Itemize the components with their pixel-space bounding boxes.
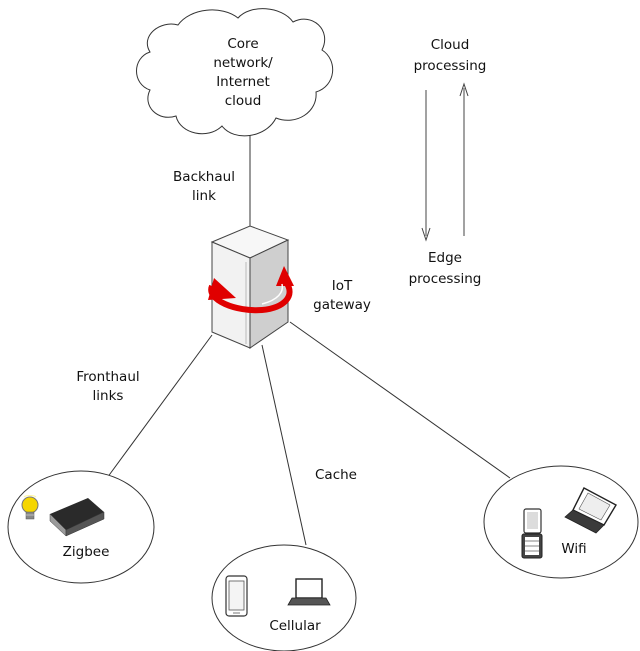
core-label-line-4: cloud: [225, 93, 262, 109]
flip-phone-icon: [521, 508, 543, 559]
core-label-line-2: network/: [213, 55, 273, 71]
fronthaul-line-cellular: [261, 344, 307, 546]
cellular-label: Cellular: [269, 618, 321, 634]
edge-processing-label-line-1: Edge: [428, 250, 462, 266]
sync-arrow-icon: [208, 266, 294, 314]
gateway-label-line-1: IoT: [332, 278, 353, 294]
router-icon: [49, 498, 105, 537]
cloud-icon: [136, 8, 334, 137]
lightbulb-icon: [21, 495, 39, 520]
cellular-ellipse: [211, 544, 357, 651]
wifi-label: Wifi: [561, 541, 586, 557]
fronthaul-label-line-2: links: [93, 388, 124, 404]
core-label-line-1: Core: [227, 36, 258, 52]
laptop-icon: [564, 487, 617, 534]
up-arrow: [459, 82, 469, 236]
core-label-line-3: Internet: [216, 74, 270, 90]
smartphone-icon: [225, 575, 248, 617]
down-arrow: [421, 90, 431, 242]
laptop-icon: [287, 578, 331, 606]
zigbee-label: Zigbee: [63, 544, 110, 560]
wifi-ellipse: [483, 465, 639, 579]
edge-processing-label-line-2: processing: [409, 271, 482, 287]
fronthaul-label-line-1: Fronthaul: [76, 369, 139, 385]
cache-label: Cache: [315, 467, 357, 483]
gateway-label-line-2: gateway: [313, 297, 371, 313]
backhaul-label-line-2: link: [192, 188, 216, 204]
cloud-processing-label-line-2: processing: [414, 58, 487, 74]
fronthaul-line-zigbee: [106, 334, 213, 479]
backhaul-label-line-1: Backhaul: [173, 169, 235, 185]
cloud-processing-label-line-1: Cloud: [431, 37, 470, 53]
fronthaul-line-wifi: [289, 321, 511, 479]
